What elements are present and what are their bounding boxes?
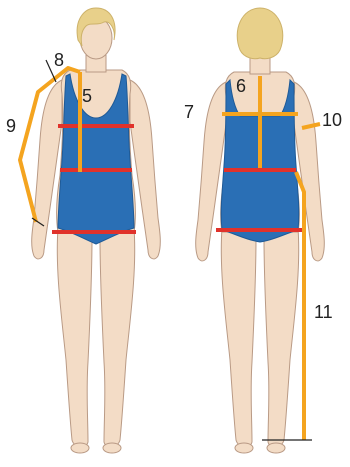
- front-left-leg: [57, 228, 92, 447]
- label-10: 10: [322, 110, 342, 130]
- back-hair: [237, 8, 283, 59]
- label-8: 8: [54, 50, 64, 70]
- label-7: 7: [184, 102, 194, 122]
- front-left-foot: [71, 443, 89, 453]
- label-11: 11: [314, 302, 333, 322]
- front-right-leg: [100, 228, 135, 447]
- label-5: 5: [82, 86, 92, 106]
- front-right-foot: [103, 443, 121, 453]
- back-left-leg: [221, 228, 256, 447]
- back-right-leg: [264, 228, 299, 447]
- label-9: 9: [6, 116, 16, 136]
- back-left-foot: [235, 443, 253, 453]
- label-6: 6: [236, 76, 246, 96]
- back-right-foot: [267, 443, 285, 453]
